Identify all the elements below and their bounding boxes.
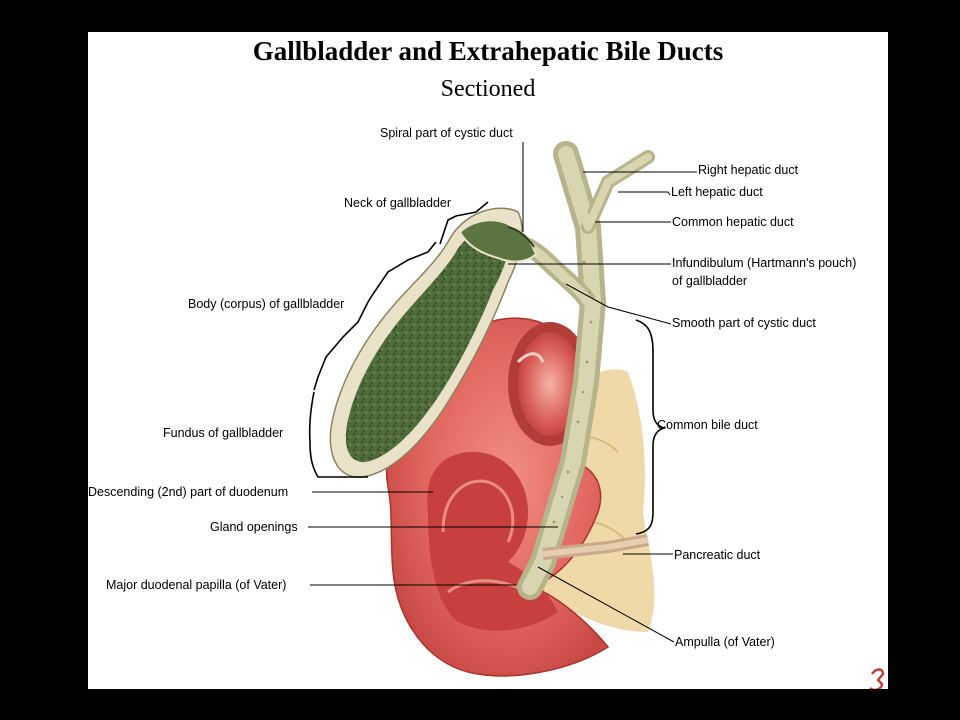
label-common-bile-duct: Common bile duct bbox=[657, 418, 758, 432]
label-smooth-cystic-duct: Smooth part of cystic duct bbox=[672, 316, 816, 330]
diagram-title: Gallbladder and Extrahepatic Bile Ducts bbox=[252, 36, 724, 66]
region-brackets bbox=[308, 201, 667, 535]
label-ampulla-of-vater: Ampulla (of Vater) bbox=[675, 635, 775, 649]
label-descending-duodenum: Descending (2nd) part of duodenum bbox=[88, 485, 289, 499]
leader-ampulla bbox=[537, 566, 675, 643]
label-infundibulum-line2: of gallbladder bbox=[672, 274, 748, 288]
diagram-canvas: Gallbladder and Extrahepatic Bile Ducts … bbox=[88, 32, 888, 689]
label-infundibulum: Infundibulum (Hartmann's pouch) bbox=[672, 256, 857, 270]
label-right-hepatic-duct: Right hepatic duct bbox=[698, 163, 799, 177]
leader-left-hepatic bbox=[618, 191, 671, 196]
label-left-hepatic-duct: Left hepatic duct bbox=[671, 185, 763, 199]
label-gland-openings: Gland openings bbox=[210, 520, 298, 534]
label-body-of-gallbladder: Body (corpus) of gallbladder bbox=[188, 297, 345, 311]
diagram-subtitle: Sectioned bbox=[440, 76, 536, 102]
label-neck-of-gallbladder: Neck of gallbladder bbox=[344, 196, 452, 210]
neck-bracket bbox=[439, 201, 489, 245]
gallbladder bbox=[329, 207, 538, 478]
leader-lines bbox=[308, 142, 697, 643]
common-bile-bracket bbox=[635, 319, 667, 535]
label-fundus-of-gallbladder: Fundus of gallbladder bbox=[163, 426, 284, 440]
anatomy-illustration bbox=[308, 141, 885, 689]
artist-signature-icon bbox=[869, 668, 885, 689]
label-spiral-cystic-duct: Spiral part of cystic duct bbox=[380, 126, 513, 140]
label-pancreatic-duct: Pancreatic duct bbox=[674, 548, 761, 562]
leader-smooth-cystic bbox=[565, 283, 672, 325]
body-bracket-lower bbox=[313, 301, 369, 391]
fundus-bracket bbox=[308, 391, 368, 478]
label-common-hepatic-duct: Common hepatic duct bbox=[672, 215, 794, 229]
body-bracket bbox=[367, 241, 437, 303]
label-major-duodenal-papilla: Major duodenal papilla (of Vater) bbox=[106, 578, 287, 592]
